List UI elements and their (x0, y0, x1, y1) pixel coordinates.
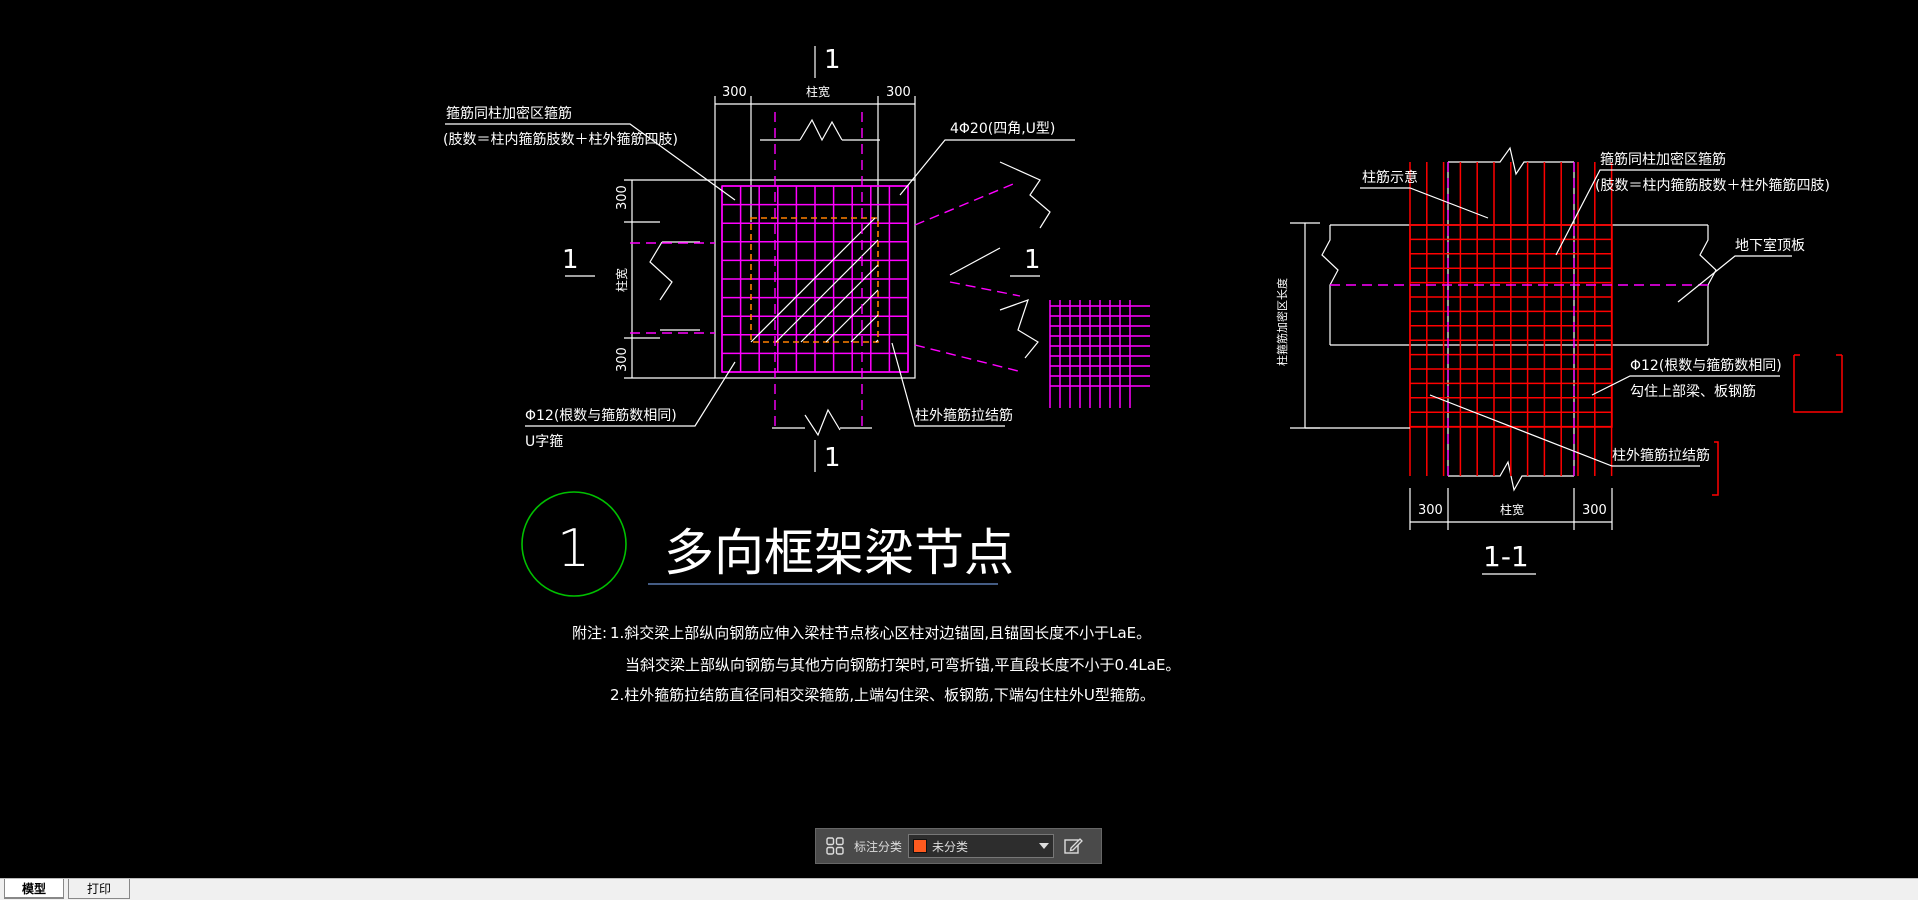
section-mark-right: 1 (1024, 245, 1041, 275)
label-section-tie: 柱外箍筋拉结筋 (1612, 447, 1710, 464)
label-section-stirrup-line2: (肢数＝柱内箍筋肢数＋柱外箍筋四肢) (1595, 177, 1830, 194)
tie-hook-symbol (1712, 441, 1719, 496)
label-section-stirrup-line1: 箍筋同柱加密区箍筋 (1600, 151, 1726, 168)
outer-stirrup (721, 185, 909, 373)
hatch-line (825, 289, 879, 343)
plan-view: 1 1 300 柱宽 300 300 柱宽 300 1 1 (443, 45, 1150, 473)
label-bar-line1: Φ12(根数与箍筋数相同) (1630, 357, 1782, 374)
leader-tie-bar (891, 342, 1005, 427)
leader-section-tie (1429, 394, 1700, 467)
label-stirrup-line2: (肢数＝柱内箍筋肢数＋柱外箍筋四肢) (443, 131, 678, 148)
annotation-category-select[interactable]: 未分类 (908, 834, 1055, 858)
notes-block: 附注: 1.斜交梁上部纵向钢筋应伸入梁柱节点核心区柱对边锚固,且锚固长度不小于L… (572, 624, 1180, 704)
section-mark-top: 1 (824, 45, 841, 75)
label-stirrup-line1: 箍筋同柱加密区箍筋 (446, 105, 572, 122)
hatch-line (775, 239, 879, 343)
leader-section-stirrup (1555, 169, 1720, 256)
label-corner-bars: 4Φ20(四角,U型) (950, 121, 1055, 137)
dim-300-left-bottom: 300 (615, 347, 630, 372)
leader-u-bar (525, 361, 736, 427)
section-mark-left: 1 (562, 245, 579, 275)
title-block: 1 多向框架梁节点 (521, 491, 1014, 597)
plan-rebar-grid (721, 185, 909, 373)
detail-number: 1 (557, 519, 590, 579)
break-symbol-left (649, 241, 673, 301)
annotation-toolbar: 标注分类 未分类 (815, 828, 1102, 864)
skew-beam-axis-1 (914, 181, 1019, 226)
leader-stirrup (445, 123, 736, 201)
edit-icon[interactable] (1060, 833, 1086, 859)
annotation-category-value: 未分类 (932, 839, 969, 854)
slab-break-right (1699, 225, 1717, 345)
skew-beam-break-b (999, 299, 1039, 359)
notes-line1: 1.斜交梁上部纵向钢筋应伸入梁柱节点核心区柱对边锚固,且锚固长度不小于LaE。 (610, 624, 1151, 642)
break-symbol-top (799, 118, 843, 142)
tab-model[interactable]: 模型 (4, 879, 64, 899)
section-rebar-grid (1409, 162, 1613, 476)
hatch-line (875, 339, 879, 343)
detail-title: 多向框架梁节点 (664, 524, 1014, 582)
hatch-line (750, 217, 876, 343)
dim-col-width-top: 柱宽 (806, 84, 830, 99)
hatch-line (800, 264, 879, 343)
dim-300-top-a: 300 (722, 85, 747, 100)
tab-print[interactable]: 打印 (68, 879, 130, 899)
label-slab: 地下室顶板 (1735, 237, 1805, 254)
category-color-swatch (913, 839, 928, 853)
layout-tab-bar: 模型 打印 (0, 878, 1918, 900)
section-dim-col-width: 柱宽 (1500, 502, 1524, 517)
u-hook-symbol (1793, 355, 1843, 413)
chevron-down-icon (1039, 843, 1050, 849)
dim-300-top-b: 300 (886, 85, 911, 100)
core-region (750, 217, 879, 343)
label-bar-line2: 勾住上部梁、板钢筋 (1630, 383, 1756, 400)
section-view: 柱箍筋加密区长度 300 柱宽 300 1-1 柱筋示意 箍筋同柱加密区箍筋 (… (1275, 146, 1843, 575)
dim-col-width-left: 柱宽 (614, 268, 629, 292)
notes-line2: 当斜交梁上部纵向钢筋与其他方向钢筋打架时,可弯折锚,平直段长度不小于0.4LaE… (625, 656, 1180, 674)
leader-corner-bars (899, 139, 1075, 196)
drawing-canvas[interactable]: 1 1 300 柱宽 300 300 柱宽 300 1 1 (0, 0, 1918, 878)
grid-icon[interactable] (822, 833, 848, 859)
section-mark-bottom: 1 (824, 443, 841, 473)
label-u-bar-line2: U字箍 (525, 433, 563, 450)
skew-beam-edge-a (949, 247, 1001, 276)
section-dim-300-a: 300 (1418, 503, 1443, 518)
leader-slab (1677, 255, 1792, 303)
dim-300-left-top: 300 (615, 185, 630, 210)
column-break-top (1448, 146, 1574, 176)
section-title: 1-1 (1483, 540, 1529, 573)
slab-break-left (1321, 225, 1339, 345)
label-u-bar-line1: Φ12(根数与箍筋数相同) (525, 407, 677, 424)
leader-bar (1591, 375, 1780, 396)
mini-rebar-detail (1049, 300, 1150, 408)
notes-prefix: 附注: (572, 624, 607, 642)
annotation-category-label: 标注分类 (854, 839, 903, 854)
break-symbol-bottom (804, 408, 841, 437)
section-dim-300-b: 300 (1582, 503, 1607, 518)
leader-column-bars (1360, 187, 1489, 219)
detail-number-circle (521, 491, 627, 597)
hatch-line (850, 314, 879, 343)
skew-beam-axis-2 (914, 344, 1023, 373)
skew-beam-axis-3 (949, 281, 1021, 297)
core-hatch (750, 217, 879, 343)
cad-drawing[interactable]: 1 1 300 柱宽 300 300 柱宽 300 1 1 (0, 0, 1918, 878)
skew-beam-break-a (999, 161, 1051, 229)
column-outline (714, 179, 916, 379)
notes-line3: 2.柱外箍筋拉结筋直径同相交梁箍筋,上端勾住梁、板钢筋,下端勾住柱外U型箍筋。 (610, 686, 1155, 704)
label-vertical-dim: 柱箍筋加密区长度 (1275, 278, 1289, 366)
label-column-bars: 柱筋示意 (1362, 169, 1418, 186)
label-tie-bar: 柱外箍筋拉结筋 (915, 407, 1013, 424)
